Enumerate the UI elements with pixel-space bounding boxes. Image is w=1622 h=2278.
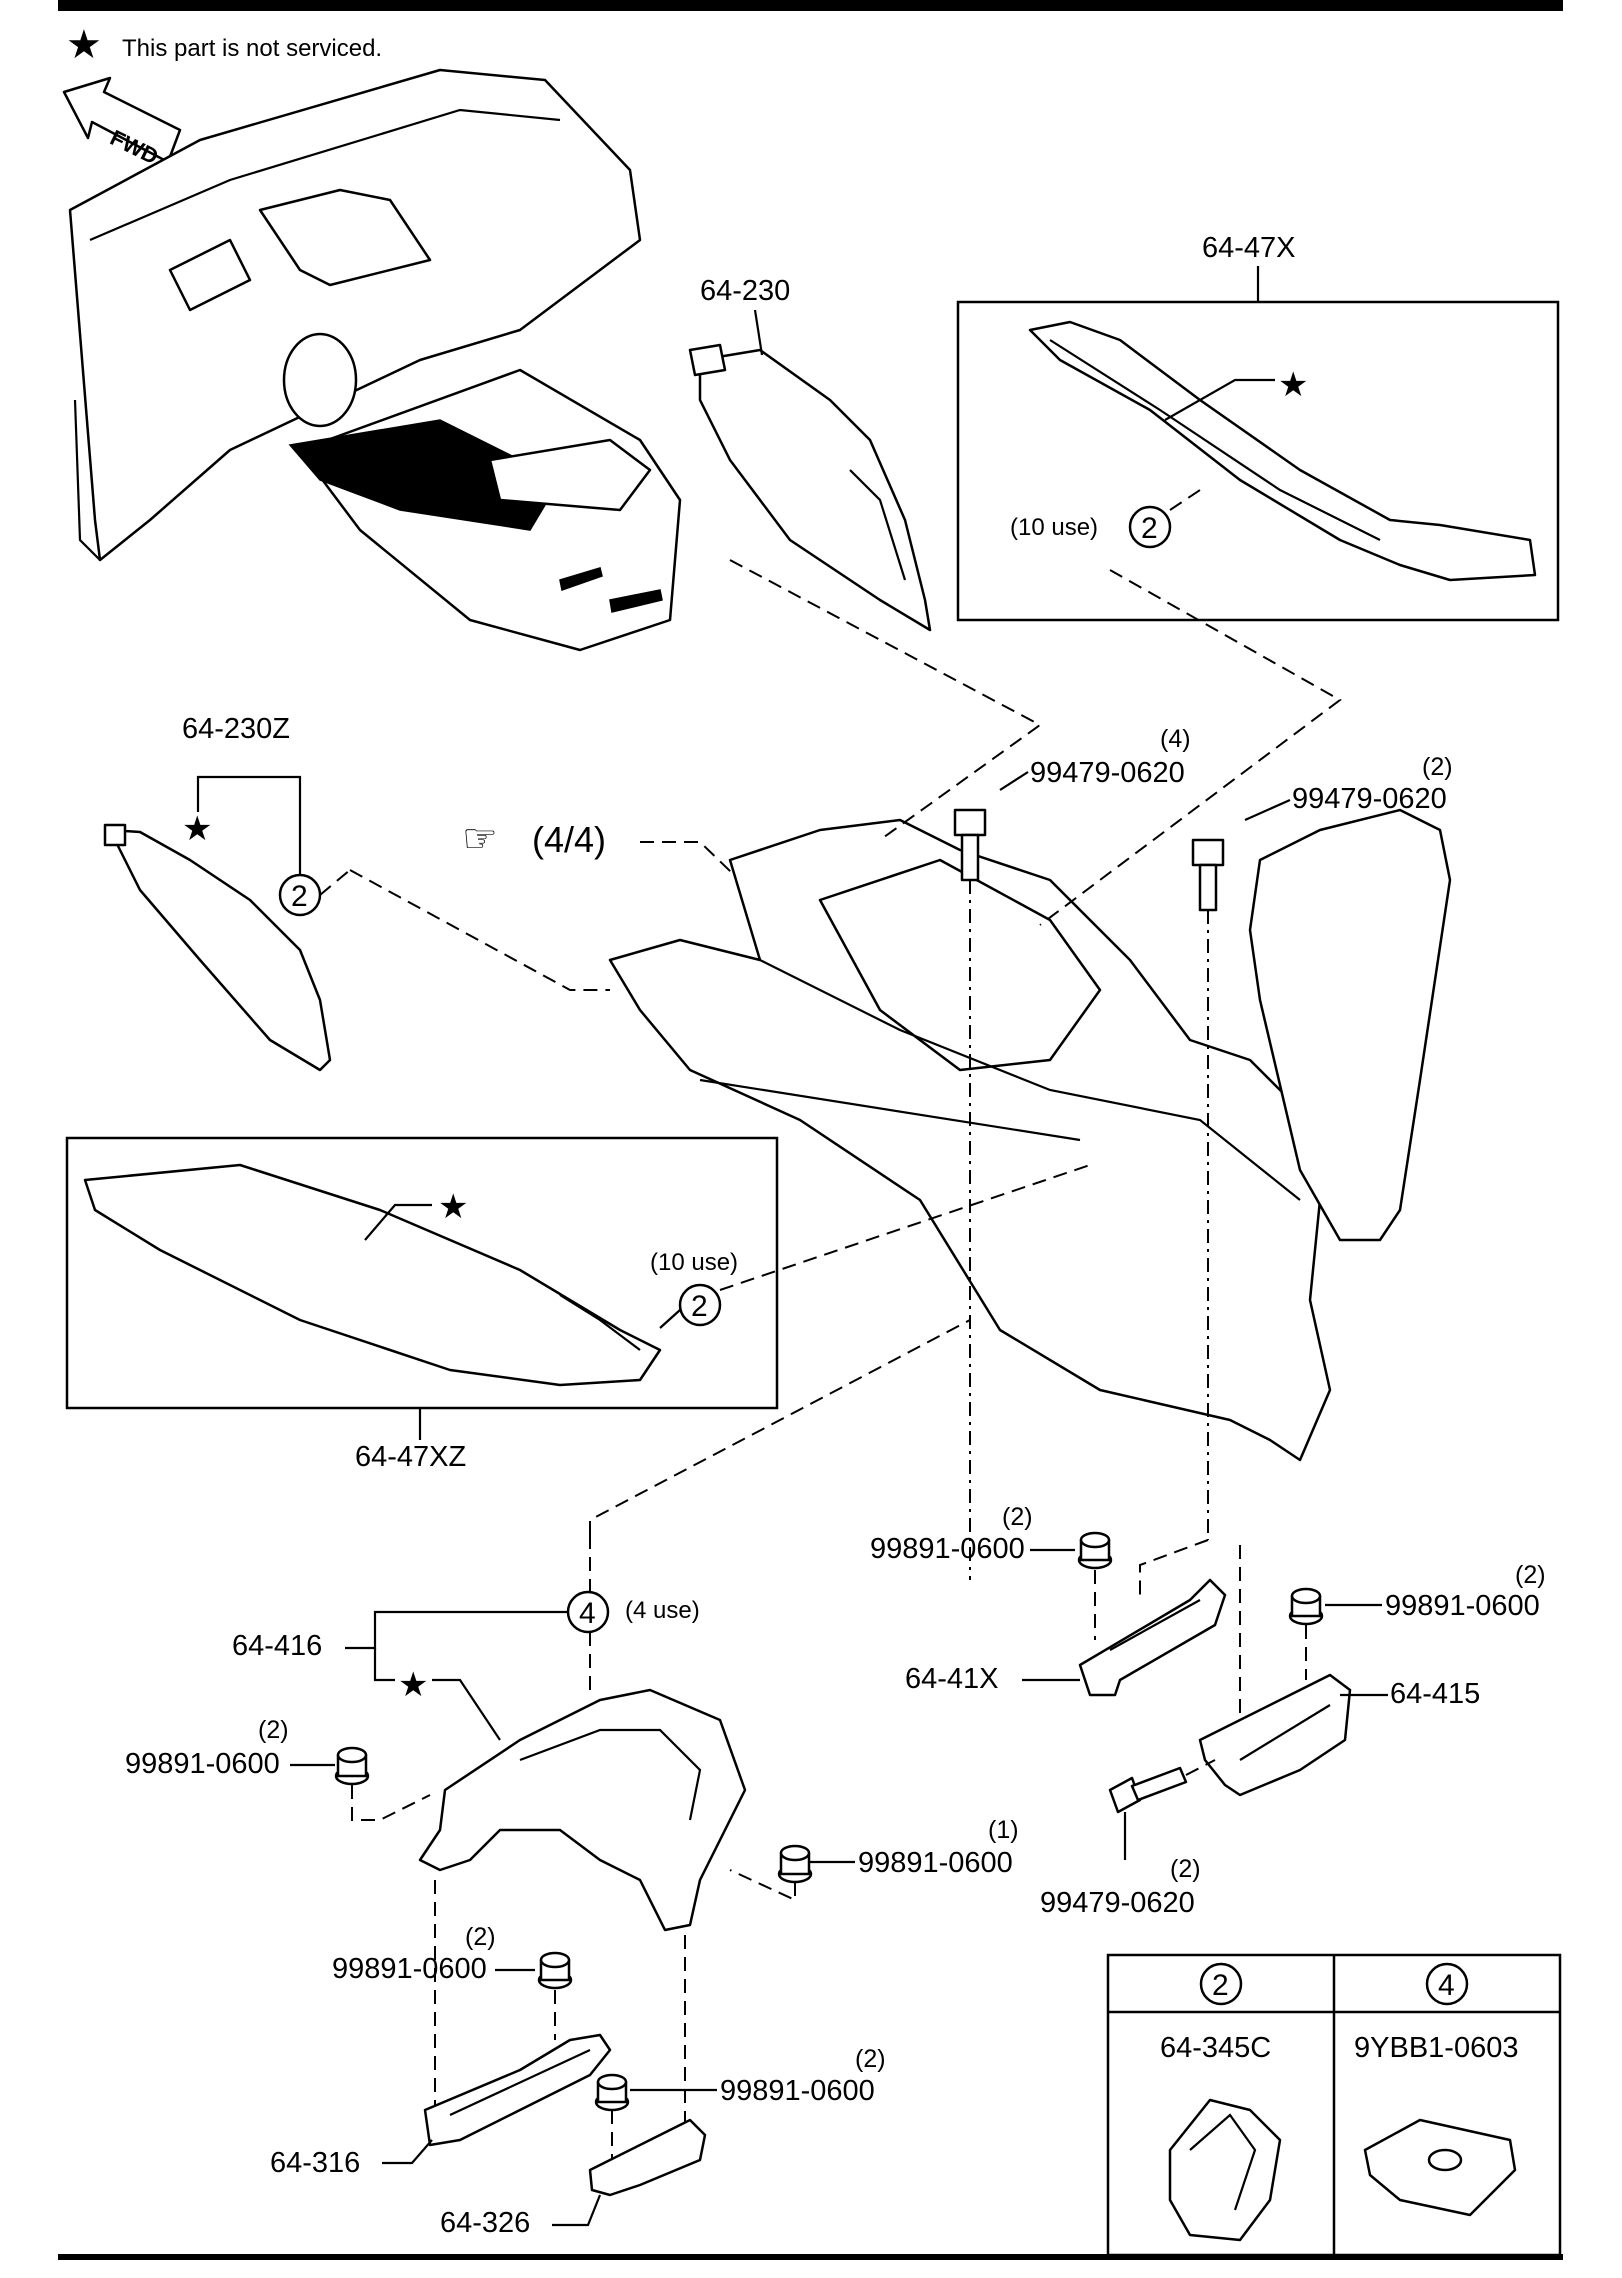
callout-64-47xz: 64-47XZ [355,1441,466,1473]
nut-e-icon [537,1951,573,1990]
callout-64-230: 64-230 [700,275,790,307]
nut-a-part: 99891-0600 [125,1748,280,1780]
nut-d-qty: (1) [988,1816,1019,1844]
dashboard-overview-illustration [68,68,682,652]
star-64-416-icon: ★ [398,1666,428,1704]
nut-d-icon [777,1844,813,1884]
bottom-rule [58,2254,1563,2260]
fastener-key-table: 2 4 64-345C 9YBB1-0603 [1106,1953,1562,2257]
bolt-a-icon [953,808,987,882]
top-rule [58,0,1563,11]
clip-9ybb1-0603-icon [1363,2118,1517,2217]
part-64-416 [418,1688,747,1932]
part-64-47xz [83,1163,662,1387]
part-64-415 [1198,1673,1352,1797]
star-64-47xz-icon: ★ [438,1188,468,1226]
part-center-console [608,808,1452,1462]
nut-d-part: 99891-0600 [858,1847,1013,1879]
part-64-326 [588,2118,707,2197]
nut-e-part: 99891-0600 [332,1953,487,1985]
clip-64-345c-icon [1168,2098,1282,2242]
bolt-c-part: 99479-0620 [1040,1887,1195,1919]
page-ref-hand-icon: ☞ [462,817,498,861]
bolt-b-qty: (2) [1422,753,1453,781]
nut-a-qty: (2) [258,1716,289,1744]
nut-b-icon [1077,1531,1113,1570]
nut-f-icon [594,2073,630,2112]
callout-64-41x: 64-41X [905,1663,999,1695]
nut-f-qty: (2) [855,2045,886,2073]
fastener-2-number-c: 2 [691,1290,708,1323]
fastener-4-number: 4 [579,1597,596,1630]
bolt-b-icon [1191,838,1225,912]
callout-64-326: 64-326 [440,2207,530,2239]
key-2-number: 2 [1212,1969,1229,2002]
legend-note: This part is not serviced. [122,35,382,62]
fwd-arrow-icon: FWD [62,76,182,169]
nut-c-part: 99891-0600 [1385,1590,1540,1622]
callout-64-47x: 64-47X [1202,232,1296,264]
bolt-a-qty: (4) [1160,725,1191,753]
part-64-41x [1078,1578,1227,1697]
part-64-230 [688,343,932,632]
star-64-230z-icon: ★ [182,810,212,848]
fastener-2-callout-a [1128,505,1172,549]
nut-e-qty: (2) [465,1923,496,1951]
nut-b-qty: (2) [1002,1503,1033,1531]
bolt-b-part: 99479-0620 [1292,783,1447,815]
callout-64-316: 64-316 [270,2147,360,2179]
nut-c-qty: (2) [1515,1561,1546,1589]
nut-a-icon [334,1746,370,1786]
nut-b-part: 99891-0600 [870,1533,1025,1565]
callout-64-230z: 64-230Z [182,713,290,745]
fastener-2-number-b: 2 [291,880,308,913]
bolt-a-part: 99479-0620 [1030,757,1185,789]
bolt-c-icon [1108,1766,1188,1814]
nut-c-icon [1288,1587,1324,1626]
legend-star-icon: ★ [66,23,102,67]
star-64-47x-icon: ★ [1278,366,1308,404]
nut-f-part: 99891-0600 [720,2075,875,2107]
fastener-2-callout-c [678,1283,722,1327]
part-64-316 [423,2033,612,2147]
bolt-c-qty: (2) [1170,1855,1201,1883]
use-64-47xz: (10 use) [650,1249,738,1276]
part-64-230z [103,823,332,1072]
callout-64-416: 64-416 [232,1630,322,1662]
callout-64-415: 64-415 [1390,1678,1480,1710]
page-ref-label: (4/4) [532,819,606,860]
box-64-47xz [65,1136,779,1410]
use-64-47x: (10 use) [1010,514,1098,541]
key-4-number: 4 [1438,1969,1455,2002]
key-9ybb1-0603-label: 9YBB1-0603 [1354,2032,1518,2064]
fastener-2-number-a: 2 [1141,512,1158,545]
use-64-416: (4 use) [625,1597,700,1624]
key-64-345c-label: 64-345C [1160,2032,1271,2064]
part-64-47x [1028,320,1537,582]
